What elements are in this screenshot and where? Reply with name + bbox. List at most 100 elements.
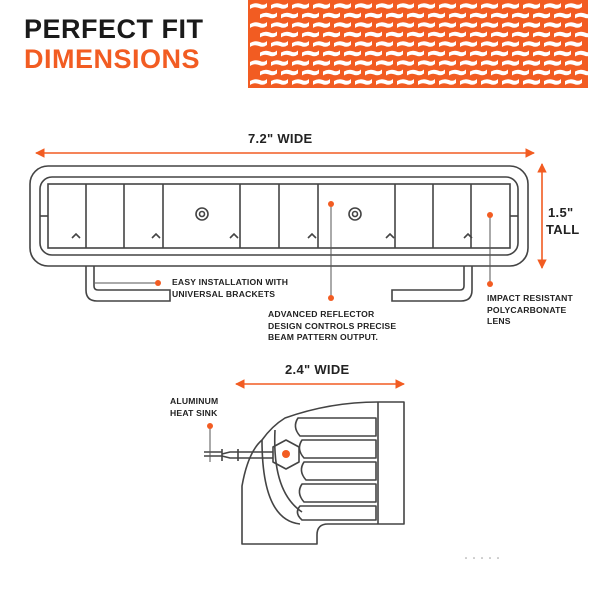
tread-block [512, 12, 529, 19]
tread-block [292, 60, 309, 66]
tread-block [502, 22, 519, 28]
tread-block [397, 41, 414, 47]
tread-block [386, 31, 403, 38]
tread-block [334, 22, 351, 28]
tread-block [491, 12, 508, 19]
tread-block [470, 50, 487, 57]
tread-block [502, 79, 519, 85]
tread-block [449, 12, 466, 19]
tread-block [523, 22, 540, 28]
tread-block [565, 22, 582, 28]
tread-block [439, 3, 456, 9]
mounting-brackets [85, 266, 473, 302]
callout-reflector: ADVANCED REFLECTOR DESIGN CONTROLS PRECI… [268, 309, 396, 344]
tread-block [565, 3, 582, 9]
tread-block [407, 69, 424, 76]
callout-dots [155, 201, 493, 301]
tread-block [260, 31, 277, 38]
tread-block [439, 22, 456, 28]
tread-block [365, 50, 382, 57]
callout-reflector-line-3: BEAM PATTERN OUTPUT. [268, 332, 379, 342]
tread-block [544, 60, 561, 66]
tread-block [313, 41, 330, 47]
tread-block [355, 22, 372, 28]
height-label-1: 1.5" [548, 205, 574, 220]
tread-block [323, 31, 340, 38]
tread-block [397, 60, 414, 66]
tread-block [428, 50, 445, 57]
tread-block [355, 3, 372, 9]
tread-block [533, 12, 550, 19]
tread-block [439, 60, 456, 66]
tread-block [292, 79, 309, 85]
tread-block [260, 69, 277, 76]
callout-brackets: EASY INSTALLATION WITH UNIVERSAL BRACKET… [172, 277, 288, 300]
tread-block [481, 3, 498, 9]
height-label-2: TALL [546, 222, 580, 237]
led-mark [151, 232, 161, 239]
tread-block [376, 3, 393, 9]
decorative-dots [465, 557, 499, 559]
tread-block [460, 41, 477, 47]
callout-brackets-line-1: EASY INSTALLATION WITH [172, 277, 289, 287]
tread-block [470, 12, 487, 19]
tread-block [575, 12, 592, 19]
tread-block [313, 79, 330, 85]
tread-block [313, 22, 330, 28]
tread-block [407, 31, 424, 38]
tread-block [418, 41, 435, 47]
tread-block [502, 60, 519, 66]
tread-block [575, 31, 592, 38]
tread-block [344, 69, 361, 76]
tread-block [502, 3, 519, 9]
tread-block [439, 41, 456, 47]
page-title: PERFECT FIT DIMENSIONS [24, 14, 204, 74]
heatsink-leader [207, 423, 213, 462]
tread-pattern [250, 3, 592, 85]
tread-block [271, 41, 288, 47]
tread-block [376, 60, 393, 66]
tread-block [544, 22, 561, 28]
tread-block [397, 79, 414, 85]
tread-block [250, 60, 267, 66]
tread-block [313, 3, 330, 9]
light-bar-side-view [204, 401, 405, 545]
tread-block [302, 31, 319, 38]
callout-lens: IMPACT RESISTANT POLYCARBONATE LENS [487, 293, 573, 328]
callout-lens-line-2: POLYCARBONATE [487, 304, 567, 315]
tread-block [292, 22, 309, 28]
tread-block [355, 79, 372, 85]
tread-block [334, 79, 351, 85]
tread-block [407, 12, 424, 19]
tread-block [523, 41, 540, 47]
tread-block [428, 69, 445, 76]
tread-block [449, 31, 466, 38]
tread-block [334, 41, 351, 47]
tread-block [323, 50, 340, 57]
tread-block [386, 12, 403, 19]
tread-block [302, 50, 319, 57]
led-mark [229, 232, 239, 239]
callout-heatsink-line-1: ALUMINUM [170, 396, 219, 406]
tread-block [460, 60, 477, 66]
tread-block [376, 79, 393, 85]
tread-block [281, 69, 298, 76]
tread-block [313, 60, 330, 66]
tread-block [554, 50, 571, 57]
tread-block [355, 60, 372, 66]
tread-block [376, 22, 393, 28]
callout-reflector-line-1: ADVANCED REFLECTOR [268, 309, 375, 319]
tread-block [302, 12, 319, 19]
tread-block [334, 3, 351, 9]
tread-block [533, 31, 550, 38]
callout-lens-line-1: IMPACT RESISTANT [487, 293, 573, 303]
width-label: 7.2" WIDE [248, 131, 313, 146]
tread-block [323, 12, 340, 19]
tread-block [281, 31, 298, 38]
tread-block [481, 79, 498, 85]
tread-block [565, 60, 582, 66]
led-mark [71, 232, 81, 239]
tread-block [386, 50, 403, 57]
tread-block [565, 79, 582, 85]
tread-block [292, 3, 309, 9]
